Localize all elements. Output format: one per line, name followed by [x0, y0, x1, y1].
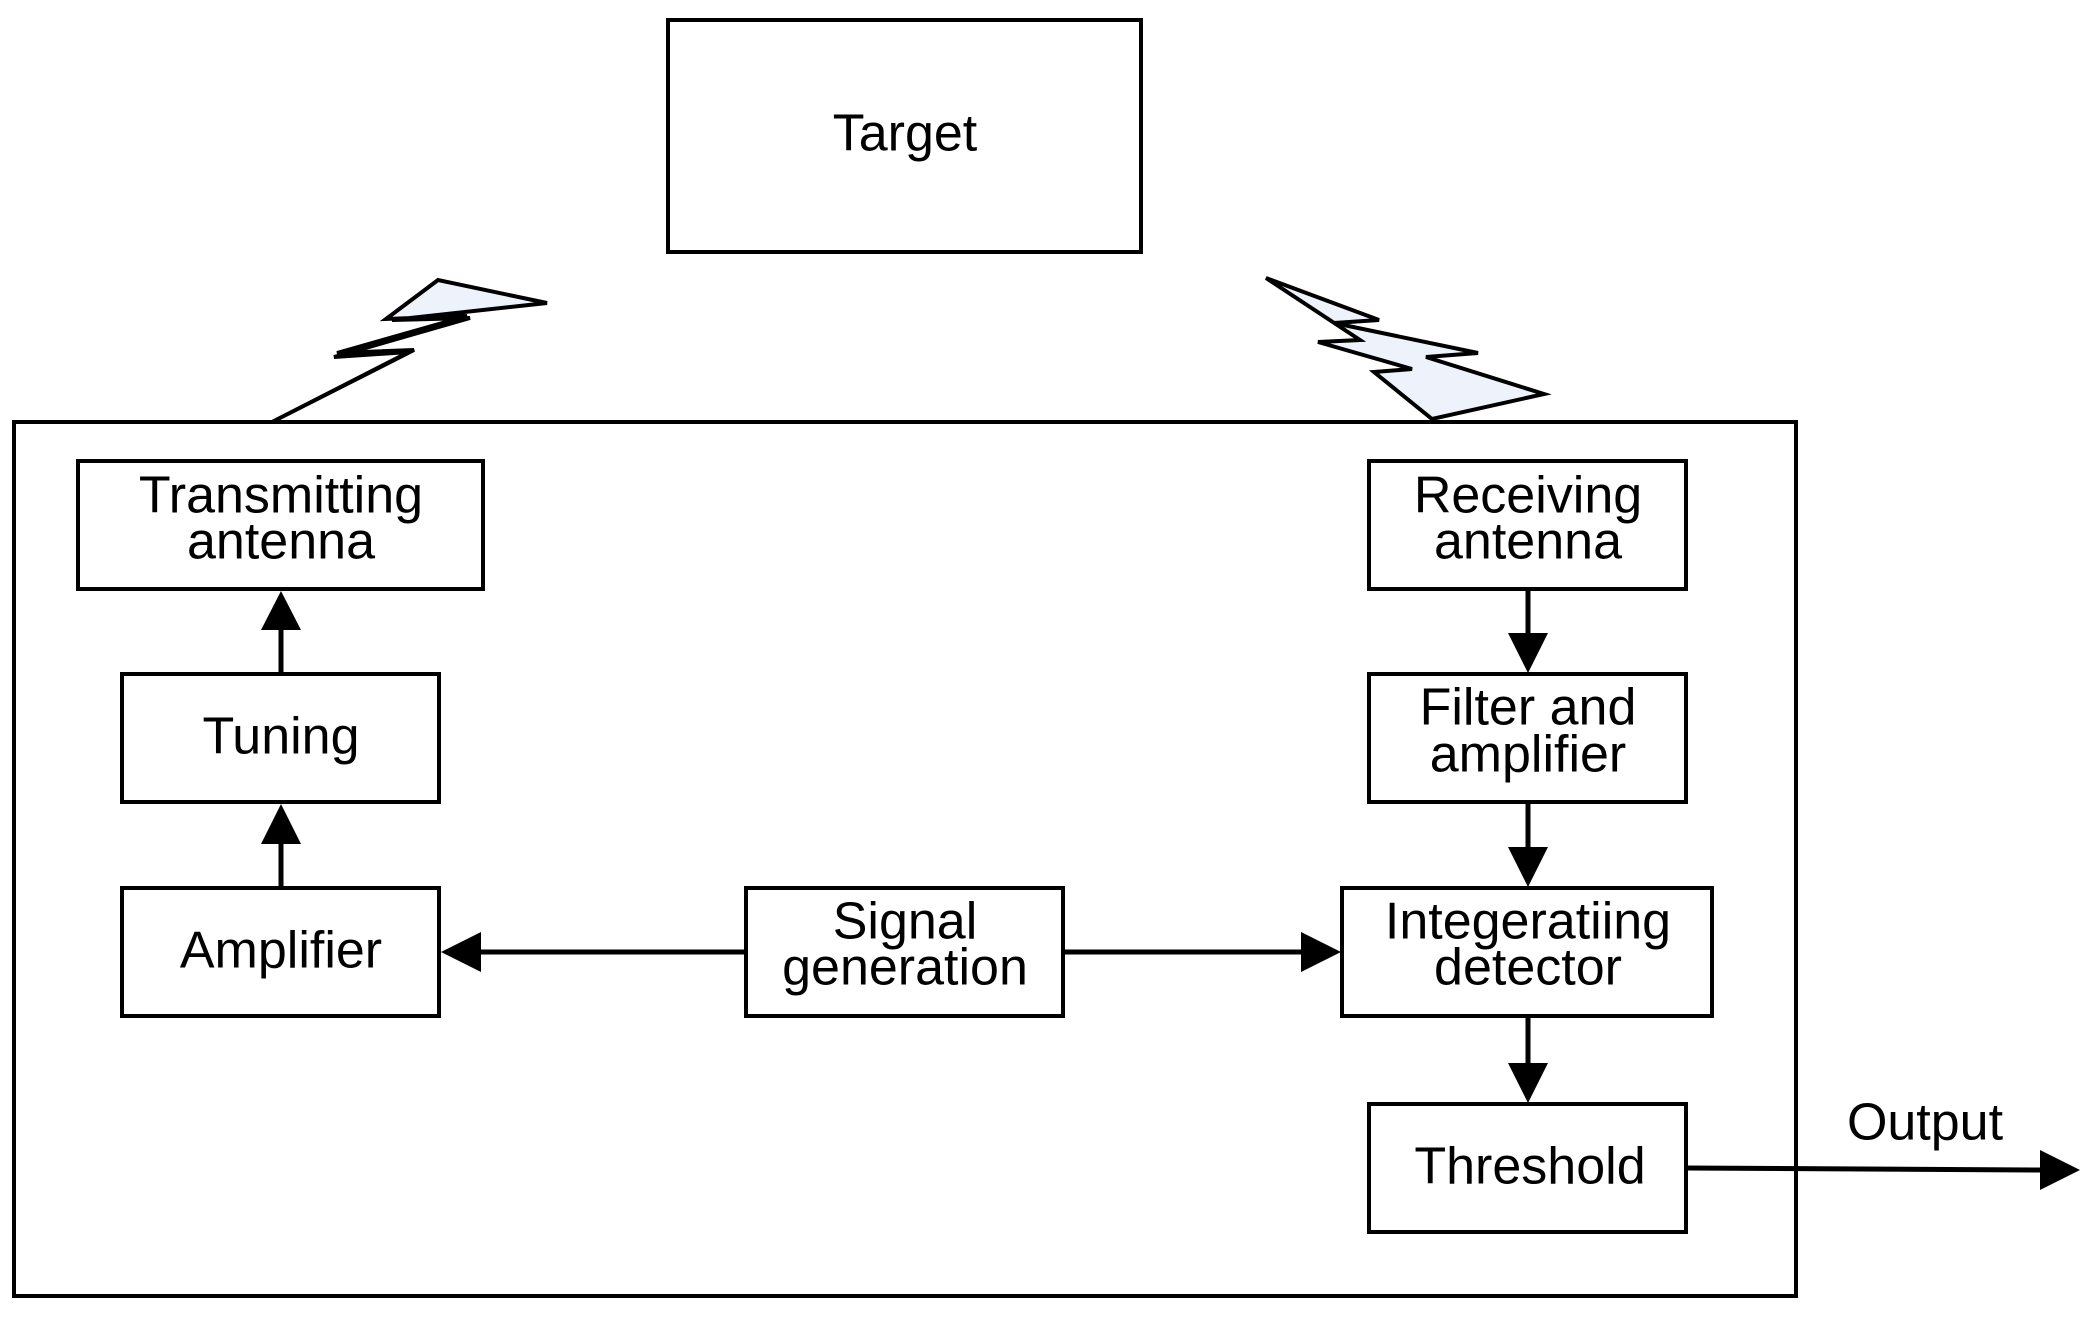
- signal-generation-box: Signal generation: [744, 886, 1065, 1018]
- amplifier-box: Amplifier: [120, 886, 441, 1018]
- receiving-antenna-label-line1: Receiving: [1414, 467, 1642, 525]
- arrow-receiver-to-filter: [1508, 589, 1548, 673]
- arrow-filter-to-detector: [1508, 802, 1548, 887]
- system-frame: [12, 420, 1798, 1298]
- signal-generation-label-line2: generation: [782, 939, 1028, 997]
- target-box: Target: [666, 18, 1143, 254]
- integrating-detector-label-line1: Integeratiing: [1385, 893, 1671, 951]
- integrating-detector-box: Integeratiing detector: [1340, 886, 1714, 1018]
- tuning-box: Tuning: [120, 672, 441, 804]
- threshold-label: Threshold: [1414, 1138, 1645, 1196]
- arrow-signal-to-detector: [1063, 932, 1341, 972]
- transmitting-antenna-label-line1: Transmitting: [139, 467, 423, 525]
- output-label: Output: [1847, 1094, 2004, 1152]
- amplifier-label: Amplifier: [180, 922, 382, 980]
- transmitting-antenna-label-line2: antenna: [187, 513, 375, 571]
- integrating-detector-label-line2: detector: [1434, 939, 1622, 997]
- transmitting-antenna-box: Transmitting antenna: [76, 459, 485, 591]
- filter-amplifier-box: Filter and amplifier: [1367, 672, 1688, 804]
- arrow-signal-to-amplifier: [441, 932, 746, 972]
- receiving-antenna-box: Receiving antenna: [1367, 459, 1688, 591]
- receive-signal-icon: [1264, 276, 1552, 422]
- arrow-amplifier-to-tuning: [261, 804, 301, 888]
- arrow-tuning-to-transmitter: [261, 591, 301, 674]
- tuning-label: Tuning: [202, 708, 359, 766]
- arrow-detector-to-threshold: [1508, 1016, 1548, 1103]
- arrow-threshold-to-output: [1685, 1150, 2080, 1190]
- filter-amplifier-label-line2: amplifier: [1430, 726, 1627, 784]
- threshold-box: Threshold: [1367, 1102, 1688, 1234]
- target-label: Target: [833, 105, 978, 163]
- filter-amplifier-label-line1: Filter and: [1420, 679, 1637, 737]
- transmit-signal-icon: [271, 277, 548, 424]
- signal-generation-label-line1: Signal: [833, 893, 978, 951]
- receiving-antenna-label-line2: antenna: [1434, 513, 1622, 571]
